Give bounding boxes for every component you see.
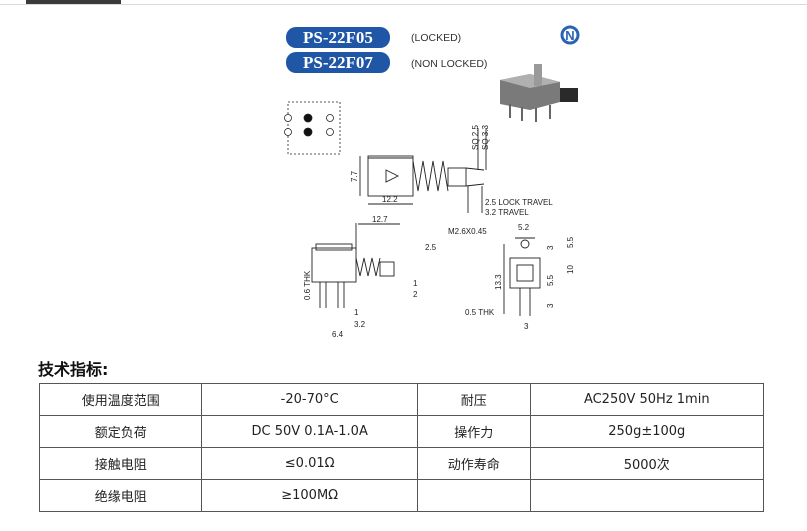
spec-label — [416, 479, 531, 512]
dim-127: 12.7 — [372, 215, 388, 224]
dim-122: 12.2 — [382, 195, 398, 204]
spec-value: DC 50V 0.1A-1.0A — [201, 415, 418, 448]
table-row: 绝缘电阻 ≥100MΩ — [38, 479, 765, 512]
spec-value: 5000次 — [529, 447, 765, 480]
dim-sq25: SQ 2.5 — [471, 125, 480, 150]
dim-64: 6.4 — [332, 330, 344, 339]
side-view-drawing — [359, 128, 487, 213]
spec-value: ≤0.01Ω — [201, 447, 418, 480]
dim-10: 10 — [566, 265, 575, 274]
dim-2: 2 — [413, 290, 418, 299]
spec-value: ≥100MΩ — [201, 479, 418, 512]
pin-layout-diagram — [284, 101, 341, 155]
spec-value: AC250V 50Hz 1min — [529, 383, 765, 416]
active-tab-indicator — [26, 0, 121, 4]
dim-sq33: SQ 3.3 — [481, 125, 490, 150]
dim-77: 7.7 — [350, 170, 359, 182]
dim-133: 13.3 — [494, 274, 503, 290]
end-view-drawing — [503, 237, 541, 316]
spec-label: 操作力 — [416, 415, 531, 448]
table-row: 额定负荷 DC 50V 0.1A-1.0A 操作力 250g±100g — [38, 415, 765, 448]
switch-technical-drawing: PS-22F05 PS-22F07 (LOCKED) (NON LOCKED) … — [284, 25, 580, 339]
model-badge-locked — [286, 27, 390, 48]
dim-3c: 3 — [524, 322, 529, 331]
table-row: 接触电阻 ≤0.01Ω 动作寿命 5000次 — [38, 447, 765, 480]
locked-note: (LOCKED) — [411, 32, 461, 44]
spec-section-title: 技术指标: — [38, 360, 109, 379]
front-view-drawing — [311, 223, 400, 308]
dim-05thk: 0.5 THK — [465, 308, 495, 317]
dim-m26: M2.6X0.45 — [448, 227, 487, 236]
dim-52: 5.2 — [518, 223, 530, 232]
travel-label: 3.2 TRAVEL — [485, 208, 529, 217]
dim-3b: 3 — [546, 303, 555, 308]
dim-1b: 1 — [354, 308, 359, 317]
dim-55a: 5.5 — [566, 236, 575, 248]
spec-value — [529, 479, 765, 512]
spec-label: 使用温度范围 — [38, 383, 203, 416]
top-divider — [0, 4, 807, 5]
top-bar — [0, 0, 807, 5]
dim-25b: 2.5 — [425, 243, 437, 252]
lock-travel-label: 2.5 LOCK TRAVEL — [485, 198, 553, 207]
spec-value: -20-70°C — [201, 383, 418, 416]
brand-logo: N — [560, 25, 580, 45]
spec-label: 额定负荷 — [38, 415, 203, 448]
spec-label: 绝缘电阻 — [38, 479, 203, 512]
model-nonlocked-text: PS-22F07 — [303, 53, 373, 72]
nonlocked-note: (NON LOCKED) — [411, 58, 487, 70]
dim-32: 3.2 — [354, 320, 366, 329]
product-photo — [500, 64, 578, 122]
table-row: 使用温度范围 -20-70°C 耐压 AC250V 50Hz 1min — [38, 383, 765, 416]
dim-3a: 3 — [546, 245, 555, 250]
dim-06thk: 0.6 THK — [303, 270, 312, 300]
spec-label: 耐压 — [416, 383, 531, 416]
spec-value: 250g±100g — [529, 415, 765, 448]
dim-55b: 5.5 — [546, 274, 555, 286]
spec-label: 接触电阻 — [38, 447, 203, 480]
spec-label: 动作寿命 — [416, 447, 531, 480]
spec-table: 使用温度范围 -20-70°C 耐压 AC250V 50Hz 1min 额定负荷… — [38, 383, 765, 512]
logo-letter: N — [565, 28, 574, 43]
dim-1: 1 — [413, 279, 418, 288]
model-badge-nonlocked — [286, 52, 390, 73]
model-locked-text: PS-22F05 — [303, 28, 373, 47]
